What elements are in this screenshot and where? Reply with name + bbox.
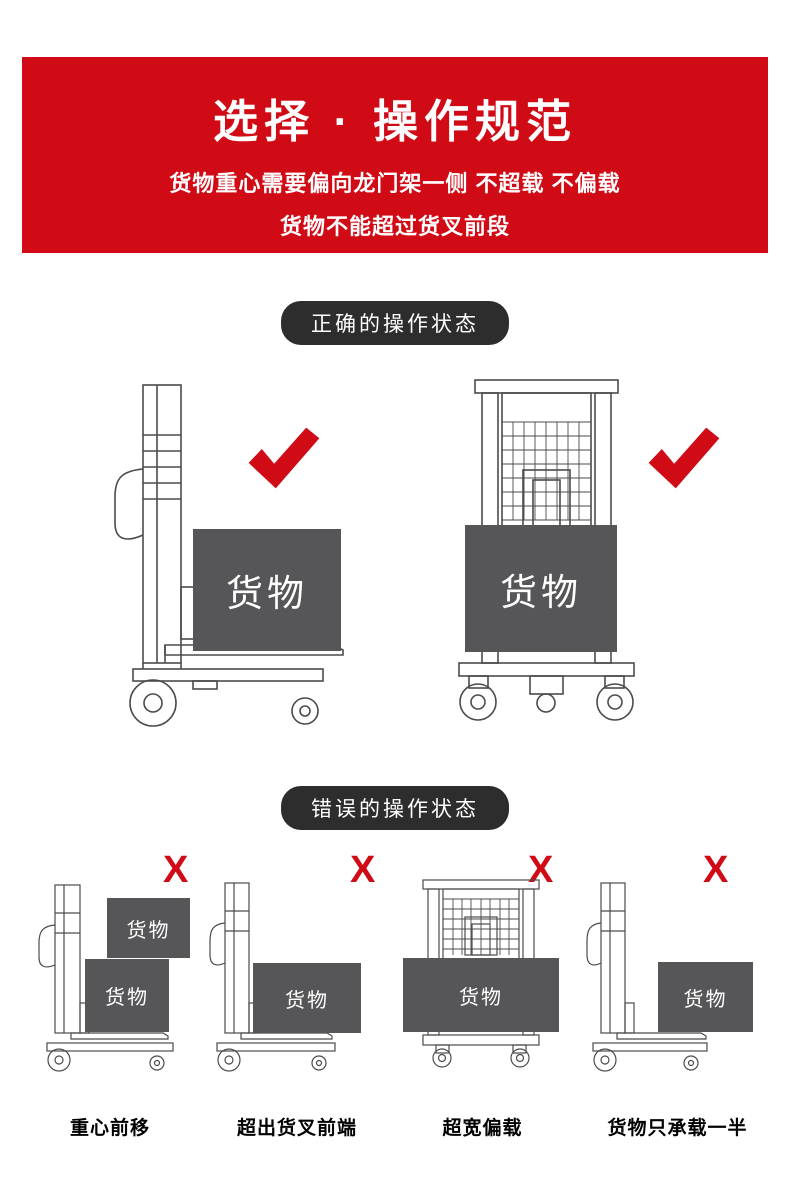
stacker-side-line-art bbox=[209, 882, 336, 1072]
wrong-example-caption: 超出货叉前端 bbox=[236, 1118, 357, 1139]
checkmark-icon bbox=[248, 427, 320, 489]
wrong-example-caption: 超宽偏载 bbox=[442, 1118, 523, 1139]
x-mark-icon: X bbox=[350, 849, 376, 891]
x-mark-icon: X bbox=[163, 849, 189, 891]
cargo-box: 货物 bbox=[193, 529, 341, 651]
correct-section-badge: 正确的操作状态 bbox=[281, 301, 509, 345]
checkmark-icon bbox=[648, 427, 720, 489]
banner-subtitle-line2: 货物不能超过货叉前段 bbox=[279, 214, 510, 239]
cargo-box: 货物 bbox=[658, 962, 753, 1032]
wrong-example-overwide: X 货物 超宽偏载 bbox=[395, 851, 570, 1145]
correct-example-side: 货物 bbox=[105, 377, 350, 735]
wrong-example-beyond-fork: X 货物 超出货叉前端 bbox=[207, 851, 387, 1145]
x-mark-icon: X bbox=[528, 849, 554, 891]
cargo-box: 货物 bbox=[465, 525, 617, 652]
cargo-box: 货物 bbox=[85, 959, 169, 1032]
cargo-box: 货物 bbox=[253, 963, 361, 1033]
banner-subtitle-line1: 货物重心需要偏向龙门架一侧 不超载 不偏载 bbox=[169, 171, 621, 196]
stacker-side-line-art bbox=[38, 884, 174, 1072]
wrong-example-caption: 重心前移 bbox=[69, 1118, 150, 1139]
wrong-section-badge: 错误的操作状态 bbox=[281, 786, 509, 830]
wrong-example-caption: 货物只承载一半 bbox=[607, 1118, 748, 1139]
banner-title: 选择 · 操作规范 bbox=[213, 96, 577, 147]
wrong-example-center-forward: X 货物 货物 重心前移 bbox=[25, 851, 195, 1145]
stacker-side-line-art bbox=[586, 882, 708, 1072]
cargo-box: 货物 bbox=[107, 898, 190, 958]
x-mark-icon: X bbox=[703, 849, 729, 891]
correct-example-front: 货物 bbox=[445, 372, 725, 737]
wrong-example-half-load: X 货物 货物只承载一半 bbox=[585, 851, 770, 1145]
banner: 选择 · 操作规范 货物重心需要偏向龙门架一侧 不超载 不偏载 货物不能超过货叉… bbox=[22, 57, 768, 253]
cargo-box: 货物 bbox=[403, 958, 559, 1032]
